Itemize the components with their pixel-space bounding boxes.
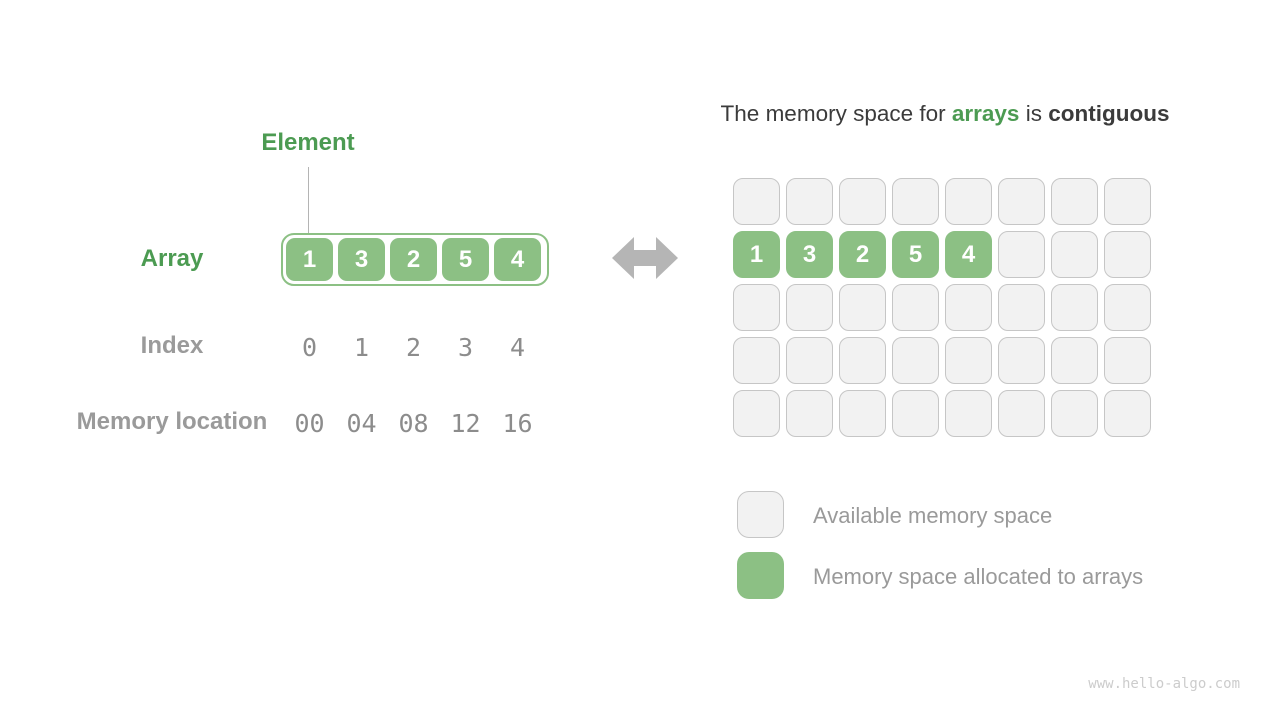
- memory-cell: [892, 337, 939, 384]
- memory-cell: [945, 284, 992, 331]
- index-value: 0: [301, 333, 318, 362]
- memory-cell: [1104, 284, 1151, 331]
- memory-cell: 5: [892, 231, 939, 278]
- memory-cell: 4: [945, 231, 992, 278]
- legend-label-available: Available memory space: [813, 503, 1053, 528]
- index-value: 3: [457, 333, 474, 362]
- memory-cell: [839, 178, 886, 225]
- double-arrow-icon: [612, 237, 678, 279]
- array-cell: 1: [286, 238, 333, 281]
- memory-cell: [733, 284, 780, 331]
- memory-location-value: 16: [502, 409, 533, 438]
- array-cell: 5: [442, 238, 489, 281]
- memory-cell: [839, 390, 886, 437]
- legend-swatch-available: [737, 491, 784, 538]
- memory-cell: [839, 337, 886, 384]
- memory-cell: [1104, 337, 1151, 384]
- memory-cell: [892, 390, 939, 437]
- memory-cell: [1051, 390, 1098, 437]
- index-value: 1: [353, 333, 370, 362]
- memory-cell: 1: [733, 231, 780, 278]
- memory-cell: [733, 178, 780, 225]
- memory-cell: [945, 337, 992, 384]
- memory-cell: [892, 284, 939, 331]
- memory-location-label: Memory location: [76, 408, 268, 435]
- array-cell: 2: [390, 238, 437, 281]
- memory-location-value: 00: [294, 409, 325, 438]
- memory-cell: [945, 178, 992, 225]
- title-middle: is: [1019, 101, 1049, 126]
- element-connector-line: [308, 167, 309, 233]
- memory-cell: [998, 337, 1045, 384]
- index-value: 2: [405, 333, 422, 362]
- memory-cell: [786, 390, 833, 437]
- memory-location-value: 08: [398, 409, 429, 438]
- memory-cell: [1104, 178, 1151, 225]
- watermark: www.hello-algo.com: [1088, 676, 1240, 692]
- memory-cell: [1051, 337, 1098, 384]
- title-prefix: The memory space for: [720, 101, 952, 126]
- array-label: Array: [140, 245, 204, 272]
- index-row: 0 1 2 3 4: [286, 333, 546, 362]
- memory-cell: [1104, 390, 1151, 437]
- memory-cell: [1051, 284, 1098, 331]
- memory-cell: [786, 284, 833, 331]
- memory-cell: [1104, 231, 1151, 278]
- array-cell: 3: [338, 238, 385, 281]
- memory-location-row: 00 04 08 12 16: [286, 409, 546, 438]
- index-value: 4: [509, 333, 526, 362]
- memory-cell: [998, 231, 1045, 278]
- memory-cell: [998, 284, 1045, 331]
- memory-cell: [786, 178, 833, 225]
- memory-cell: [786, 337, 833, 384]
- memory-cell: [1051, 231, 1098, 278]
- element-label: Element: [261, 129, 355, 156]
- memory-cell: [998, 178, 1045, 225]
- array-cell: 4: [494, 238, 541, 281]
- memory-cell: [839, 284, 886, 331]
- legend-label-allocated: Memory space allocated to arrays: [813, 564, 1144, 589]
- title-highlight-arrays: arrays: [951, 101, 1020, 126]
- memory-cell: [1051, 178, 1098, 225]
- array-container: 1 3 2 5 4: [281, 233, 549, 286]
- title-suffix-contiguous: contiguous: [1048, 101, 1170, 126]
- memory-location-value: 04: [346, 409, 377, 438]
- index-label: Index: [140, 332, 204, 359]
- memory-cell: [733, 337, 780, 384]
- memory-cell: [998, 390, 1045, 437]
- memory-cell: [892, 178, 939, 225]
- memory-cell: 3: [786, 231, 833, 278]
- memory-title: The memory space for arrays is contiguou…: [682, 101, 1208, 127]
- memory-location-value: 12: [450, 409, 481, 438]
- memory-cell: [945, 390, 992, 437]
- memory-cell: 2: [839, 231, 886, 278]
- memory-cell: [733, 390, 780, 437]
- legend-swatch-allocated: [737, 552, 784, 599]
